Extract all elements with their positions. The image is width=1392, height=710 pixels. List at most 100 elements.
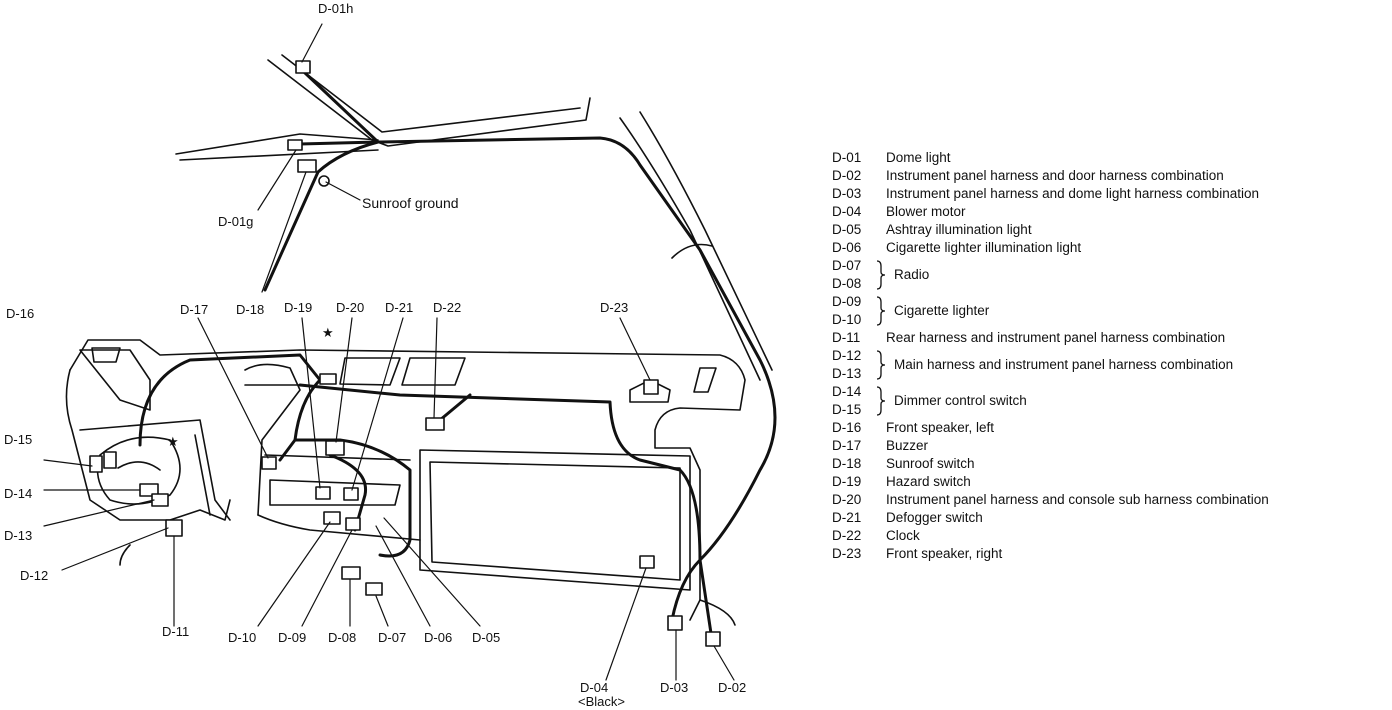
- legend-desc: Buzzer: [886, 438, 929, 453]
- legend-desc: Front speaker, right: [886, 546, 1003, 561]
- legend-code: D-22: [832, 528, 862, 543]
- legend-code: D-08: [832, 276, 862, 291]
- legend-code: D-15: [832, 402, 862, 417]
- legend-desc: Clock: [886, 528, 920, 543]
- legend-row-d11: D-11 Rear harness and instrument panel h…: [832, 329, 1388, 347]
- label-d19: D-19: [284, 300, 312, 315]
- label-d20: D-20: [336, 300, 364, 315]
- label-d16: D-16: [6, 306, 34, 321]
- legend-desc: Instrument panel harness and console sub…: [886, 492, 1269, 507]
- legend-row: D-18 Sunroof switch: [832, 455, 1388, 473]
- label-d02: D-02: [718, 680, 746, 695]
- label-d11: D-11: [162, 624, 189, 639]
- star-mark-cluster: ★: [167, 434, 179, 449]
- legend-desc: Sunroof switch: [886, 456, 975, 471]
- legend-code: D-06: [832, 240, 862, 255]
- legend-code: D-04: [832, 204, 862, 219]
- instrument-cluster: [96, 436, 181, 505]
- label-d05: D-05: [472, 630, 500, 645]
- label-d04-note: <Black>: [578, 694, 625, 709]
- legend-row: D-05 Ashtray illumination light: [832, 221, 1388, 239]
- legend-code: D-19: [832, 474, 862, 489]
- legend-desc: Cigarette lighter illumination light: [886, 240, 1082, 255]
- label-d14: D-14: [4, 486, 32, 501]
- legend-desc: Dimmer control switch: [894, 393, 1027, 408]
- legend-code: D-12: [832, 348, 862, 363]
- legend-desc: Main harness and instrument panel harnes…: [894, 357, 1234, 372]
- legend-row: D-19 Hazard switch: [832, 473, 1388, 491]
- label-d15: D-15: [4, 432, 32, 447]
- legend-desc: Ashtray illumination light: [886, 222, 1032, 237]
- legend-row: D-17 Buzzer: [832, 437, 1388, 455]
- legend-code: D-10: [832, 312, 862, 327]
- label-d17: D-17: [180, 302, 208, 317]
- legend-desc: Instrument panel harness and dome light …: [886, 186, 1259, 201]
- connectors: [89, 60, 721, 647]
- legend-desc: Defogger switch: [886, 510, 983, 525]
- legend-desc: Radio: [894, 267, 930, 282]
- legend-code: D-21: [832, 510, 862, 525]
- legend-row: D-03 Instrument panel harness and dome li…: [832, 185, 1388, 203]
- legend-code: D-09: [832, 294, 862, 309]
- roof-frame: [175, 54, 773, 381]
- legend-code: D-01: [832, 150, 862, 165]
- legend-row: D-04 Blower motor: [832, 203, 1388, 221]
- label-d22: D-22: [433, 300, 461, 315]
- legend-code: D-05: [832, 222, 862, 237]
- brace-icon: [876, 296, 886, 326]
- legend-row: D-16 Front speaker, left: [832, 419, 1388, 437]
- label-d04: D-04: [580, 680, 608, 695]
- legend-row: D-06 Cigarette lighter illumination light: [832, 239, 1388, 257]
- label-d01h: D-01h: [318, 1, 353, 16]
- legend-desc: Instrument panel harness and door harnes…: [886, 168, 1224, 183]
- dashboard-outline: [65, 339, 746, 626]
- legend-code: D-23: [832, 546, 862, 561]
- label-d10: D-10: [228, 630, 256, 645]
- label-d23: D-23: [600, 300, 628, 315]
- label-d09: D-09: [278, 630, 306, 645]
- legend-code: D-20: [832, 492, 862, 507]
- label-d18: D-18: [236, 302, 264, 317]
- label-d08: D-08: [328, 630, 356, 645]
- legend-code: D-03: [832, 186, 862, 201]
- legend-code: D-18: [832, 456, 862, 471]
- legend-desc: Blower motor: [886, 204, 966, 219]
- legend-code: D-16: [832, 420, 862, 435]
- legend-desc: Cigarette lighter: [894, 303, 990, 318]
- legend-code: D-14: [832, 384, 862, 399]
- label-d01g: D-01g: [218, 214, 253, 229]
- legend-desc: Rear harness and instrument panel harnes…: [886, 330, 1226, 345]
- legend-row: D-20 Instrument panel harness and console…: [832, 491, 1388, 509]
- label-d13: D-13: [4, 528, 32, 543]
- legend-row: D-22 Clock: [832, 527, 1388, 545]
- legend-code: D-07: [832, 258, 862, 273]
- legend-code: D-02: [832, 168, 862, 183]
- legend-desc: Front speaker, left: [886, 420, 995, 435]
- legend-row: D-23 Front speaker, right: [832, 545, 1388, 563]
- label-d07: D-07: [378, 630, 406, 645]
- brace-icon: [876, 386, 886, 416]
- leader-lines: [43, 23, 735, 681]
- label-d21: D-21: [385, 300, 413, 315]
- legend-desc: Dome light: [886, 150, 951, 165]
- legend-code: D-11: [832, 330, 861, 345]
- label-d03: D-03: [660, 680, 688, 695]
- legend-row: D-21 Defogger switch: [832, 509, 1388, 527]
- legend-row: D-02 Instrument panel harness and door ha…: [832, 167, 1388, 185]
- legend-code: D-13: [832, 366, 862, 381]
- legend-code: D-17: [832, 438, 862, 453]
- brace-icon: [876, 260, 886, 290]
- label-d06: D-06: [424, 630, 452, 645]
- brace-icon: [876, 350, 886, 380]
- star-mark-top: ★: [322, 325, 334, 340]
- legend-desc: Hazard switch: [886, 474, 971, 489]
- legend-row: D-01 Dome light: [832, 149, 1388, 167]
- label-sunroof-ground: Sunroof ground: [362, 195, 459, 211]
- label-d12: D-12: [20, 568, 48, 583]
